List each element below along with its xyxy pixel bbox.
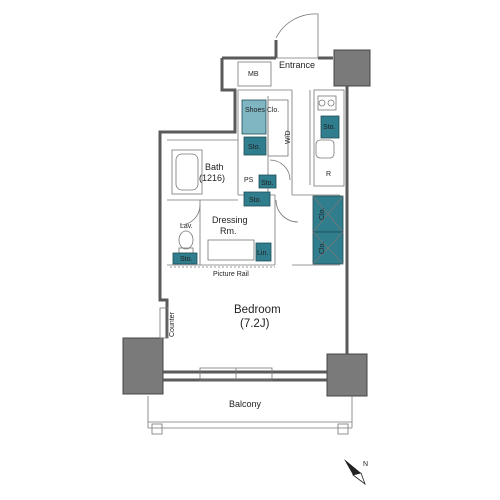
washer-dryer-space bbox=[267, 99, 289, 157]
toilet bbox=[178, 230, 194, 254]
interior-walls bbox=[167, 89, 340, 266]
mb-room bbox=[237, 61, 272, 87]
balcony-window bbox=[199, 367, 273, 381]
clo-1-label: Clo. bbox=[319, 207, 326, 220]
vanity-counter bbox=[207, 239, 255, 261]
refrigerator-label: R bbox=[326, 171, 331, 178]
door-swing-hall bbox=[275, 199, 299, 223]
balcony-label: Balcony bbox=[229, 399, 262, 409]
sto-dress-label: Sto. bbox=[249, 197, 262, 204]
north-compass-icon bbox=[344, 459, 366, 486]
closet-lower bbox=[312, 231, 344, 265]
storage-lav bbox=[172, 252, 198, 265]
dressing-label-2: Rm. bbox=[220, 226, 237, 236]
mb-label: MB bbox=[248, 71, 259, 78]
entrance-door bbox=[275, 13, 319, 59]
sto-kitchen-label: Sto. bbox=[323, 124, 336, 131]
counter-label: Counter bbox=[169, 311, 176, 337]
compass-label: N bbox=[363, 461, 368, 468]
lin-label: Lin. bbox=[257, 250, 268, 257]
counter-shelf bbox=[159, 307, 169, 339]
pillar-top-right bbox=[333, 49, 371, 87]
bath-label: Bath bbox=[205, 162, 224, 172]
bath-size-label: (1216) bbox=[199, 173, 225, 183]
door-swing-bath bbox=[269, 159, 291, 181]
kitchen-storage bbox=[320, 115, 340, 139]
shoes-closet bbox=[241, 99, 267, 135]
closet-upper bbox=[312, 195, 344, 233]
bedroom-label: Bedroom bbox=[234, 304, 281, 316]
sto-entry-label: Sto. bbox=[248, 144, 261, 151]
sto-lav-label: Sto. bbox=[180, 256, 193, 263]
ps-label: PS bbox=[244, 177, 254, 184]
wd-label: W/D bbox=[285, 130, 292, 144]
lav-label: Lav. bbox=[180, 223, 193, 230]
pillar-bottom-left bbox=[122, 337, 164, 395]
shoes-label: Shoes Clo. bbox=[245, 107, 279, 114]
dressing-label: Dressing bbox=[212, 215, 248, 225]
linen-closet bbox=[255, 242, 272, 262]
sto-ps-label: Sto. bbox=[261, 180, 274, 187]
bath-room bbox=[171, 149, 203, 195]
clo-2-label: Clo. bbox=[319, 241, 326, 254]
bedroom-size-label: (7.2J) bbox=[240, 318, 270, 330]
storage-dressing bbox=[243, 191, 271, 207]
door-swing-lav bbox=[179, 204, 201, 226]
pillar-bottom-right bbox=[326, 353, 368, 397]
storage-entry bbox=[243, 136, 267, 156]
storage-ps bbox=[258, 174, 277, 189]
picture-rail-label: Picture Rail bbox=[213, 271, 249, 278]
kitchen-counter bbox=[313, 89, 345, 187]
entrance-label: Entrance bbox=[279, 60, 315, 70]
balcony-area bbox=[147, 396, 353, 435]
